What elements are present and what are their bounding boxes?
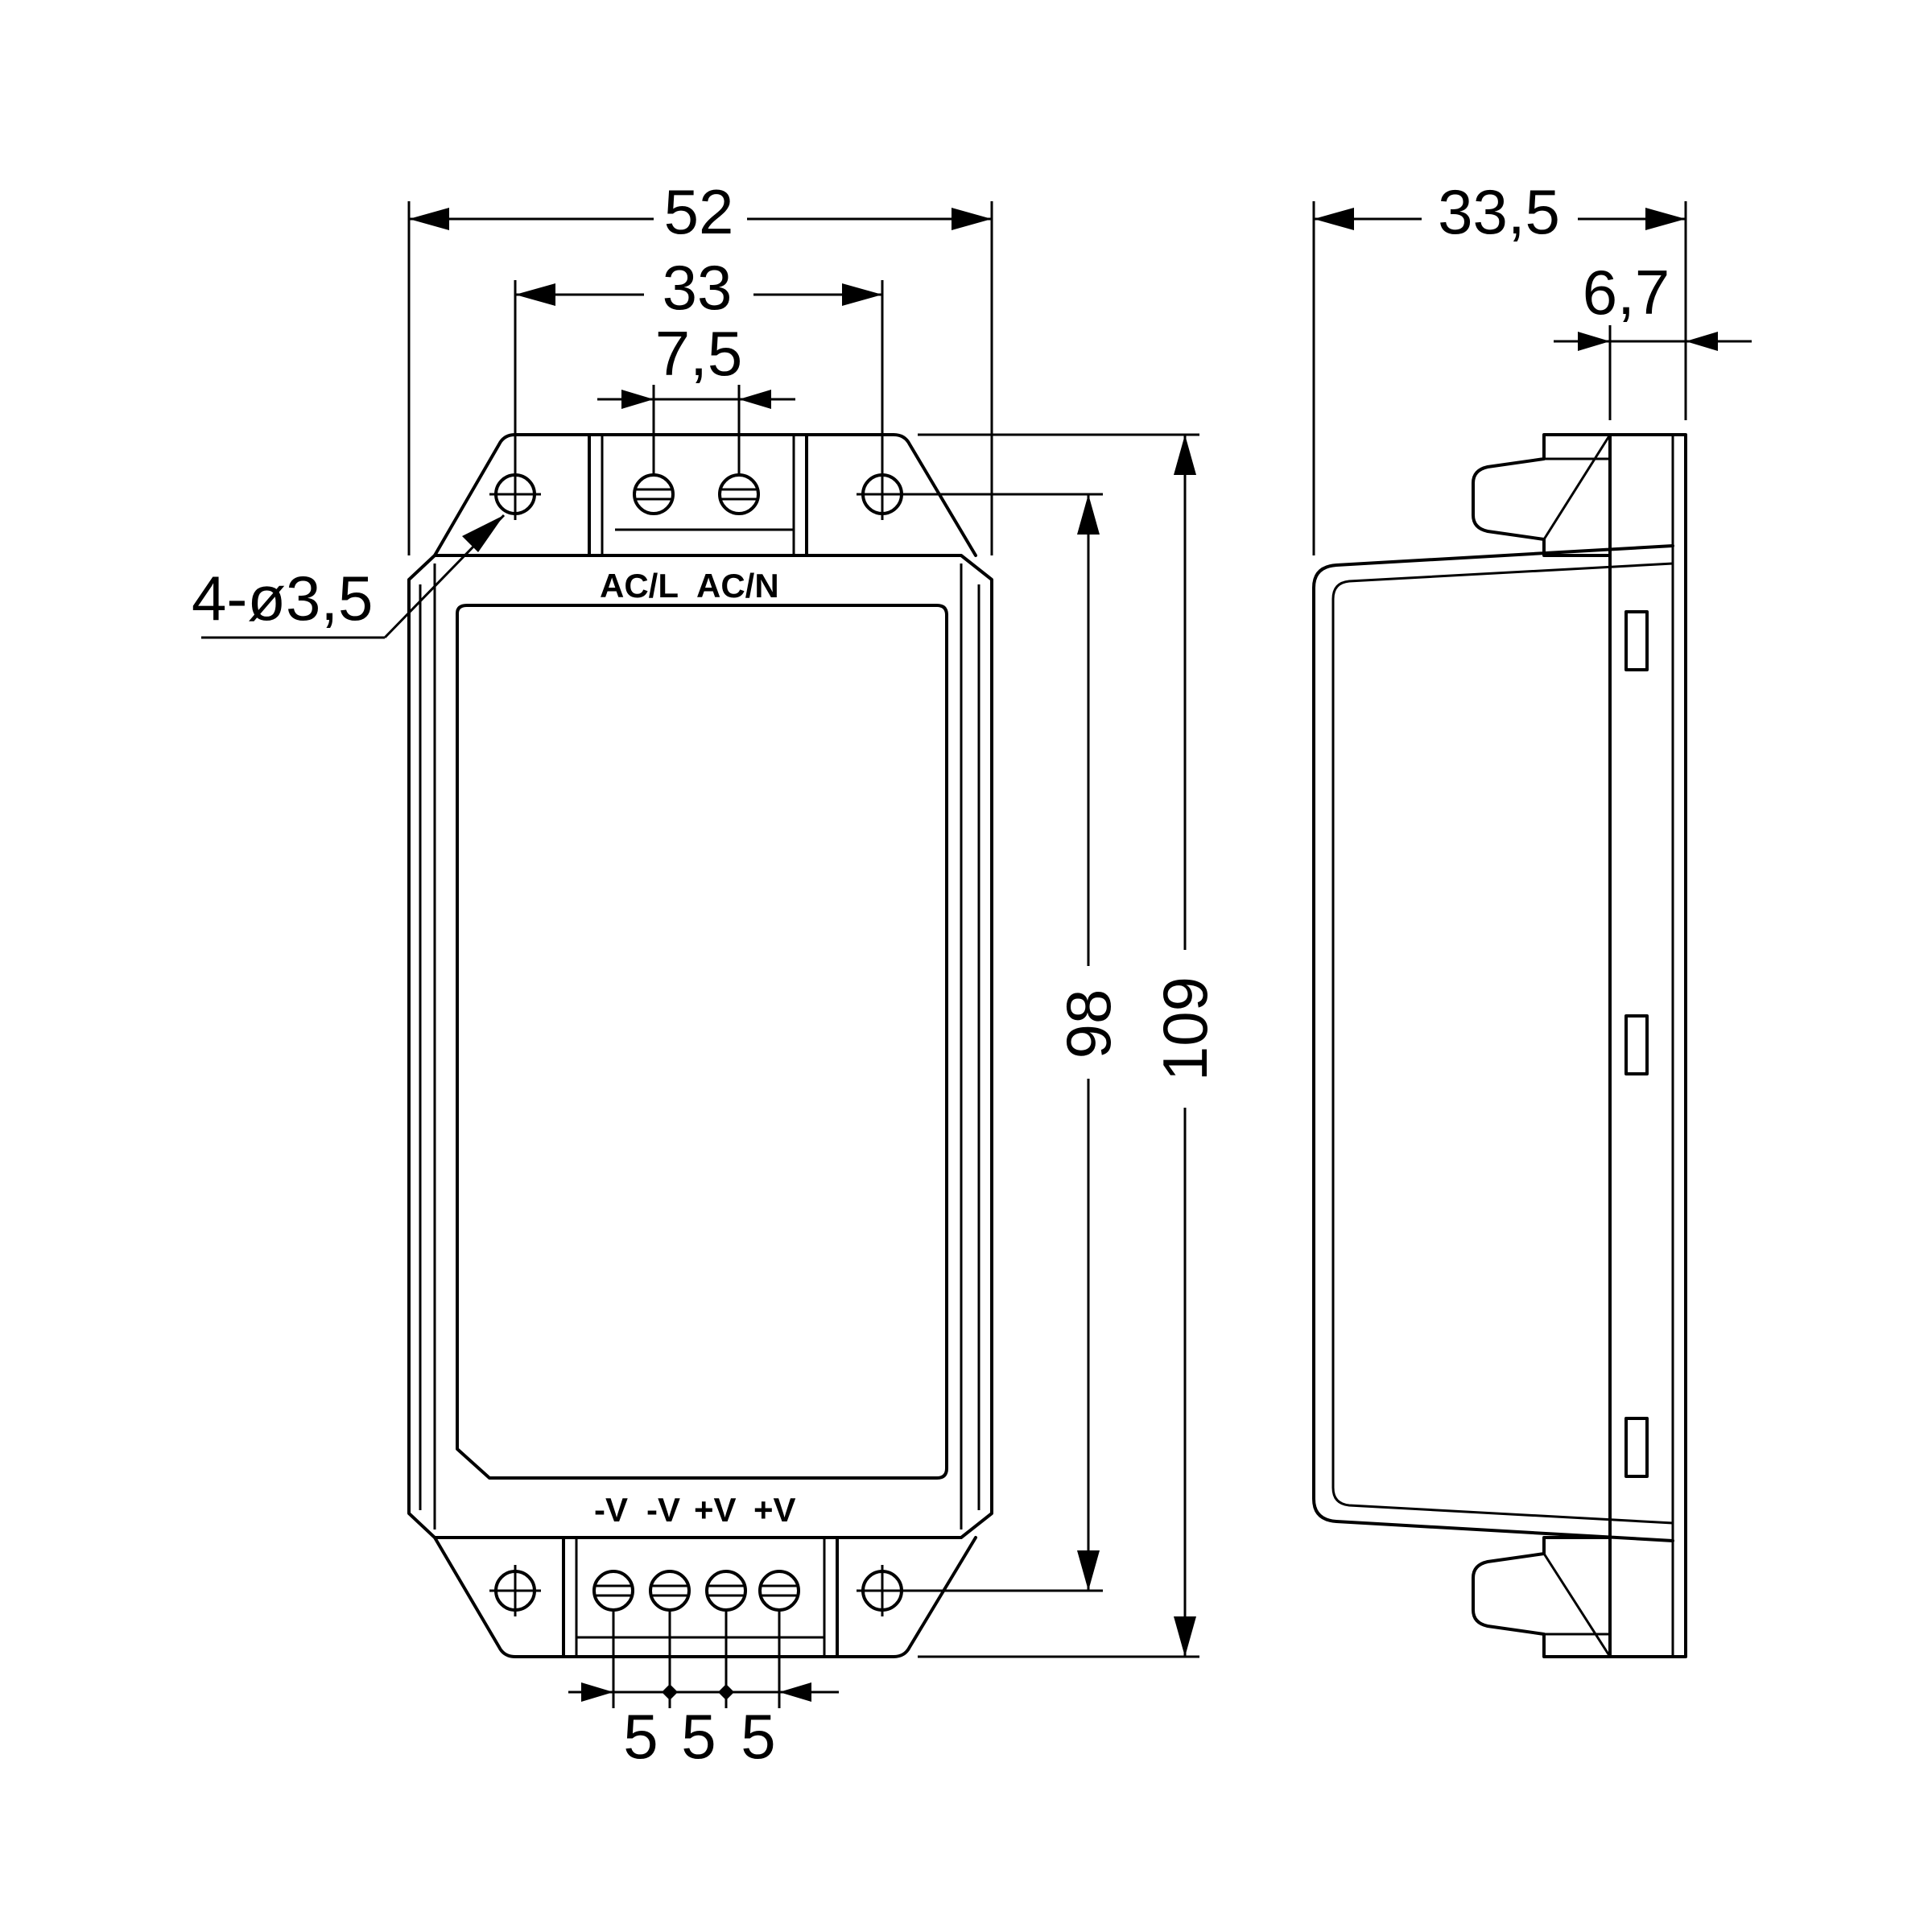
dim-hole-spacing-y: 98 [1053,989,1124,1059]
screw-out-1 [592,1570,634,1612]
side-input-terminal [1472,433,1612,557]
dim-output-pitch-1: 5 [623,1701,658,1772]
dim-side-depth: 33,5 [1438,176,1560,247]
screw-ac-l [633,473,675,515]
dim-overall-height: 109 [1150,976,1220,1081]
terminal-label-out-2: -V [646,1491,680,1529]
side-body-inner [1331,562,1674,1525]
front-view: AC/L AC/N -V -V +V +V [407,433,993,1658]
screw-ac-n [718,473,760,515]
dim-output-pitch-3: 5 [741,1701,775,1772]
mounting-hole-bottom-left [489,1565,541,1616]
mounting-hole-top-right [857,469,908,520]
arrowhead [515,283,555,306]
dim-input-pitch: 7,5 [655,318,742,389]
input-block-body [588,433,808,557]
side-view [1312,433,1687,1658]
front-dimensions: 52 33 7,5 4-ø3,5 98 [192,176,1220,1772]
arrowhead [1314,208,1354,230]
arrowhead [779,1682,811,1702]
arrowhead [842,283,882,306]
screw-out-2 [649,1570,691,1612]
output-block-body [562,1536,839,1658]
input-terminal-block [588,433,808,557]
screw-out-3 [705,1570,747,1612]
arrowhead [952,208,992,230]
terminal-label-out-4: +V [753,1491,796,1529]
arrowhead [1077,494,1100,535]
dim-flange-thickness: 6,7 [1583,257,1670,328]
arrowhead [1645,208,1686,230]
vent-slot [1624,1417,1649,1478]
arrowhead [1174,435,1196,475]
screw-out-4 [758,1570,800,1612]
mounting-hole-bottom-right [857,1565,908,1616]
side-terminal-edge [1542,1553,1612,1657]
arrowhead [1077,1550,1100,1591]
terminal-label-ac-n: AC/N [696,567,779,605]
vent-slot [1624,610,1649,671]
mounting-hole-top-left [489,469,541,520]
label-panel [456,604,948,1480]
terminal-label-out-1: -V [594,1491,628,1529]
dim-hole-spacing-x: 33 [663,252,733,323]
arrowhead [581,1682,613,1702]
arrowhead [1578,332,1610,351]
arrowhead [1174,1616,1196,1657]
tick-mark [662,1684,678,1700]
arrowhead [739,390,771,409]
side-body-outline [1312,544,1674,1542]
side-output-terminal [1472,1536,1612,1658]
body-outline [407,554,993,1539]
output-terminal-block [562,1536,839,1658]
side-dimensions: 33,5 6,7 [1312,176,1752,555]
terminal-label-out-3: +V [694,1491,737,1529]
terminal-label-ac-l: AC/L [600,567,679,605]
base-plate [1608,433,1687,1658]
arrowhead [1686,332,1718,351]
tick-mark [718,1684,734,1700]
dim-overall-width: 52 [664,176,734,247]
arrowhead [409,208,449,230]
dim-hole-callout: 4-ø3,5 [192,563,373,634]
arrowhead [621,390,654,409]
side-terminal-edge [1542,434,1612,540]
vent-slot [1624,1014,1649,1075]
arrowhead [462,515,504,552]
dim-output-pitch-2: 5 [681,1701,716,1772]
